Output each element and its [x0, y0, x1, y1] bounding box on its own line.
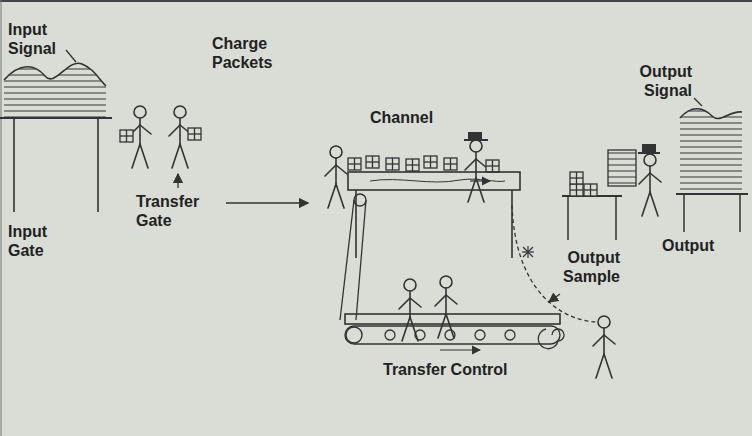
part-label: Output Sample: [548, 248, 620, 286]
part-label: Transfer Gate: [136, 192, 221, 230]
part-label: Output Signal: [622, 62, 692, 100]
part-label: Input Signal: [8, 20, 70, 58]
part-label: Input Gate: [8, 222, 68, 260]
part-label: Charge Packets: [212, 34, 292, 72]
part-label: Transfer Control: [383, 360, 507, 379]
part-label: Output: [662, 236, 714, 255]
part-label: Channel: [370, 108, 433, 127]
